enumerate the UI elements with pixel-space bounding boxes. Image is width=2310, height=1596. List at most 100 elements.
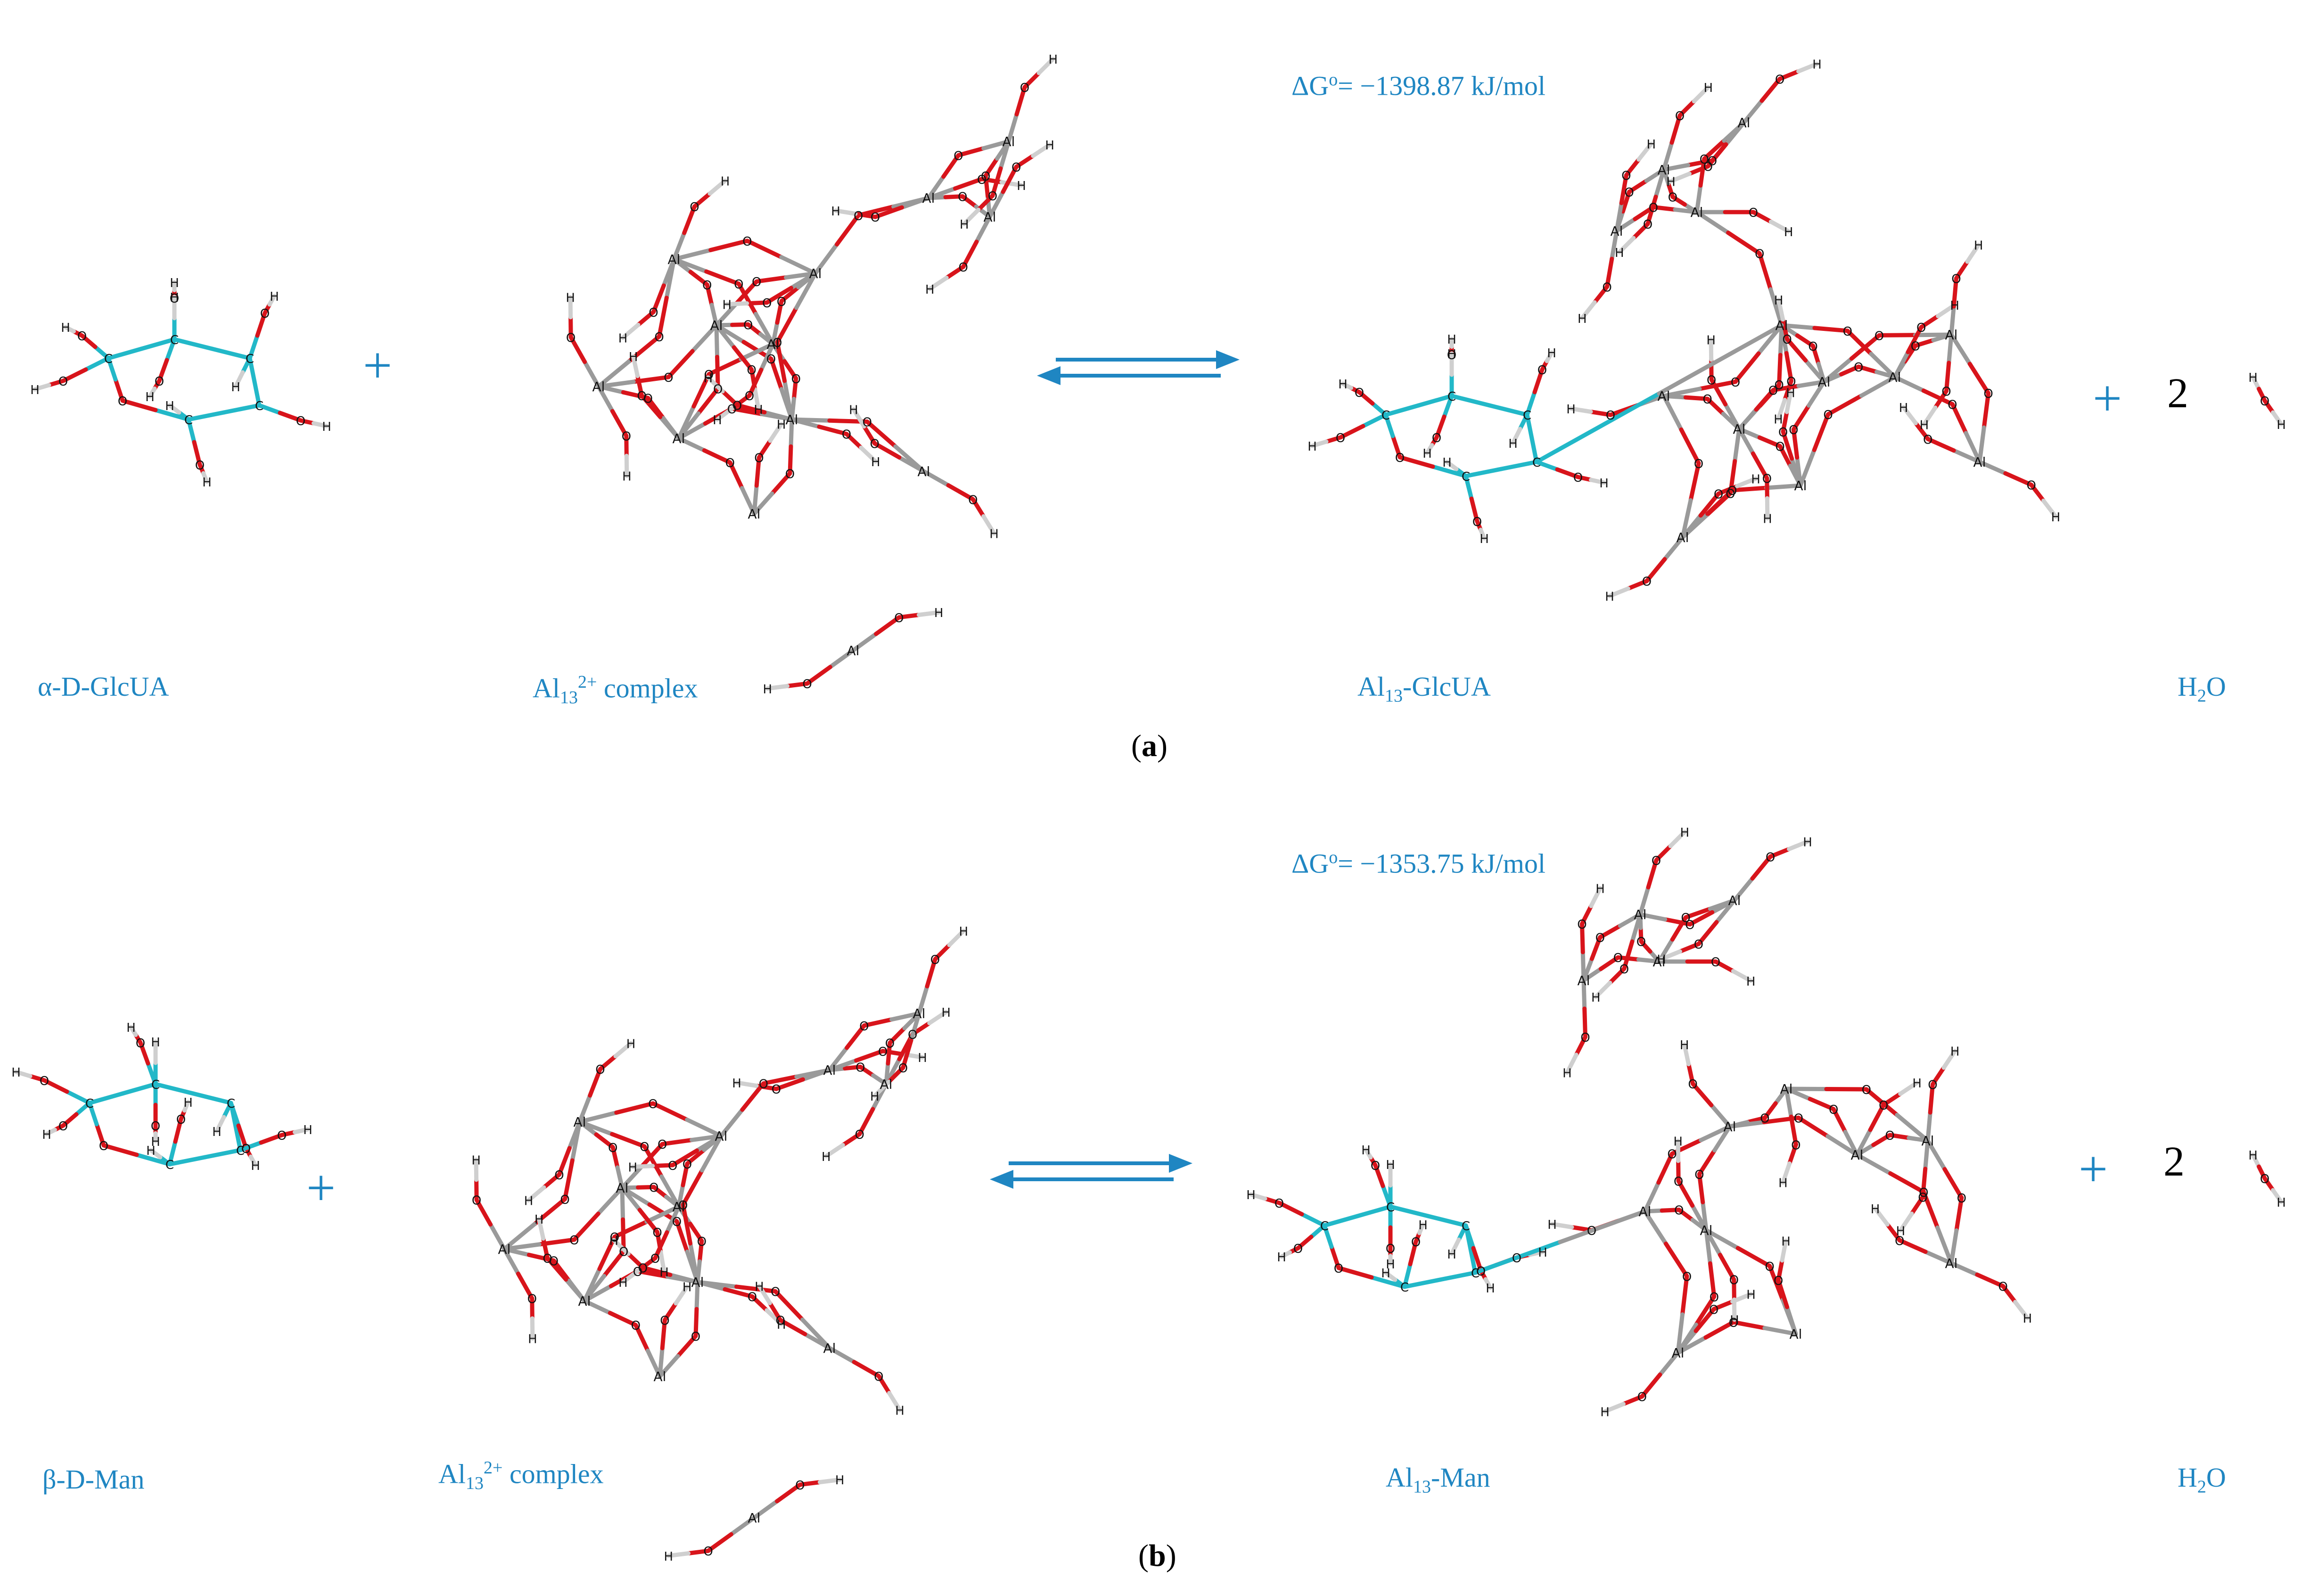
- bond: [674, 1284, 690, 1306]
- bond: [167, 403, 181, 415]
- bond: [1664, 1242, 1689, 1278]
- equilibrium-arrow: [1037, 350, 1240, 385]
- bond: [2041, 498, 2058, 519]
- bond: [1855, 1127, 1873, 1157]
- bond: [1646, 858, 1659, 889]
- reactant2-label: Al132+ complex: [533, 672, 698, 708]
- atom-label: O: [1885, 1129, 1894, 1143]
- atom-label: Al: [673, 1199, 685, 1215]
- bond: [1798, 448, 1817, 488]
- atom-label: O: [1476, 1265, 1486, 1279]
- bond: [854, 1049, 885, 1063]
- atom-label: H: [1781, 1234, 1791, 1249]
- atom-label: H: [1547, 1218, 1557, 1232]
- atom-label: H: [2248, 1149, 2258, 1163]
- bond: [582, 1267, 602, 1303]
- atom-label: Al: [1818, 374, 1831, 390]
- bond: [87, 1091, 125, 1105]
- bond: [765, 683, 789, 691]
- bond: [608, 1311, 638, 1327]
- bond: [1704, 1228, 1722, 1257]
- bond: [1579, 904, 1594, 926]
- atom-label: H: [1338, 378, 1348, 392]
- atom-label: H: [1508, 437, 1518, 451]
- bond: [1338, 424, 1365, 440]
- atom-label: H: [126, 1021, 136, 1035]
- bond: [1731, 1320, 1767, 1330]
- bond: [1014, 85, 1027, 116]
- bond: [1487, 403, 1529, 417]
- atom-label: Al: [574, 1114, 586, 1130]
- bond: [1954, 1195, 1964, 1233]
- bond: [1558, 1209, 1647, 1244]
- atom-label: Al: [1973, 454, 1986, 470]
- bond: [1811, 344, 1821, 366]
- bond: [1388, 1204, 1430, 1218]
- bond: [596, 384, 625, 395]
- atom-label: H: [1871, 1202, 1880, 1217]
- bond: [1856, 364, 1879, 374]
- atom-label: O: [1775, 440, 1784, 454]
- bond: [1580, 300, 1597, 321]
- atom-label: H: [682, 1281, 692, 1295]
- bond: [658, 1250, 666, 1274]
- bond: [1785, 1305, 1798, 1336]
- bond: [1708, 1261, 1717, 1299]
- bond: [1322, 1214, 1360, 1228]
- bond: [2003, 471, 2034, 487]
- bond: [1626, 579, 1649, 591]
- bond: [1697, 379, 1738, 391]
- atom-label: Al: [1851, 1147, 1864, 1163]
- bond: [1669, 172, 1692, 184]
- bond: [113, 377, 125, 403]
- reactant1-label: β-D-Man: [42, 1464, 145, 1495]
- atom-label: O: [631, 1319, 641, 1333]
- atom-label: H: [1605, 590, 1614, 604]
- bond: [734, 279, 759, 306]
- atom-label: O: [959, 261, 968, 275]
- atom-label: O: [1727, 484, 1737, 498]
- atom-label: H: [1899, 401, 1908, 415]
- bond: [1364, 1147, 1373, 1160]
- bond: [1329, 1244, 1341, 1270]
- atom-label: O: [777, 295, 786, 309]
- bond: [1977, 425, 1986, 464]
- al13-complex-molecule: AlAlAlAlAlAlAlAlAlAlAlAlAlOOOOOOOOOOOOOO…: [566, 53, 1058, 697]
- atom-label: O: [734, 278, 743, 292]
- atom-label: O: [643, 392, 653, 406]
- atom-label: O: [1726, 487, 1735, 502]
- bond: [1582, 1006, 1588, 1039]
- bond: [1954, 259, 1970, 280]
- bond: [1922, 405, 1938, 427]
- atom-label: H: [622, 470, 632, 484]
- atom-label: O: [658, 1138, 667, 1152]
- bond: [1425, 443, 1434, 455]
- bond: [1666, 181, 1675, 199]
- bond: [1426, 1214, 1468, 1228]
- atom-label: H: [1386, 1158, 1395, 1172]
- bond: [1680, 513, 1703, 540]
- bond: [987, 189, 1005, 219]
- bond: [1483, 1277, 1493, 1290]
- atom-label: O: [1512, 1251, 1521, 1266]
- atom-label: O: [622, 430, 631, 444]
- atom-label: O: [1928, 1078, 1937, 1092]
- bond: [14, 1069, 33, 1078]
- bond: [247, 333, 260, 361]
- bond: [692, 191, 712, 209]
- bond: [1756, 323, 1784, 356]
- atom-label: H: [822, 1150, 831, 1164]
- bond: [1726, 230, 1762, 256]
- bond: [47, 378, 66, 387]
- equilibrium-arrow: [990, 1154, 1192, 1189]
- bond: [1022, 71, 1041, 90]
- atom-label: O: [772, 1083, 781, 1097]
- bond: [707, 357, 743, 377]
- bond: [887, 1065, 905, 1084]
- bond: [1416, 394, 1454, 408]
- bond: [771, 320, 780, 346]
- bond: [735, 403, 767, 415]
- bond: [1787, 839, 1810, 851]
- atom-label: H: [1778, 1176, 1788, 1191]
